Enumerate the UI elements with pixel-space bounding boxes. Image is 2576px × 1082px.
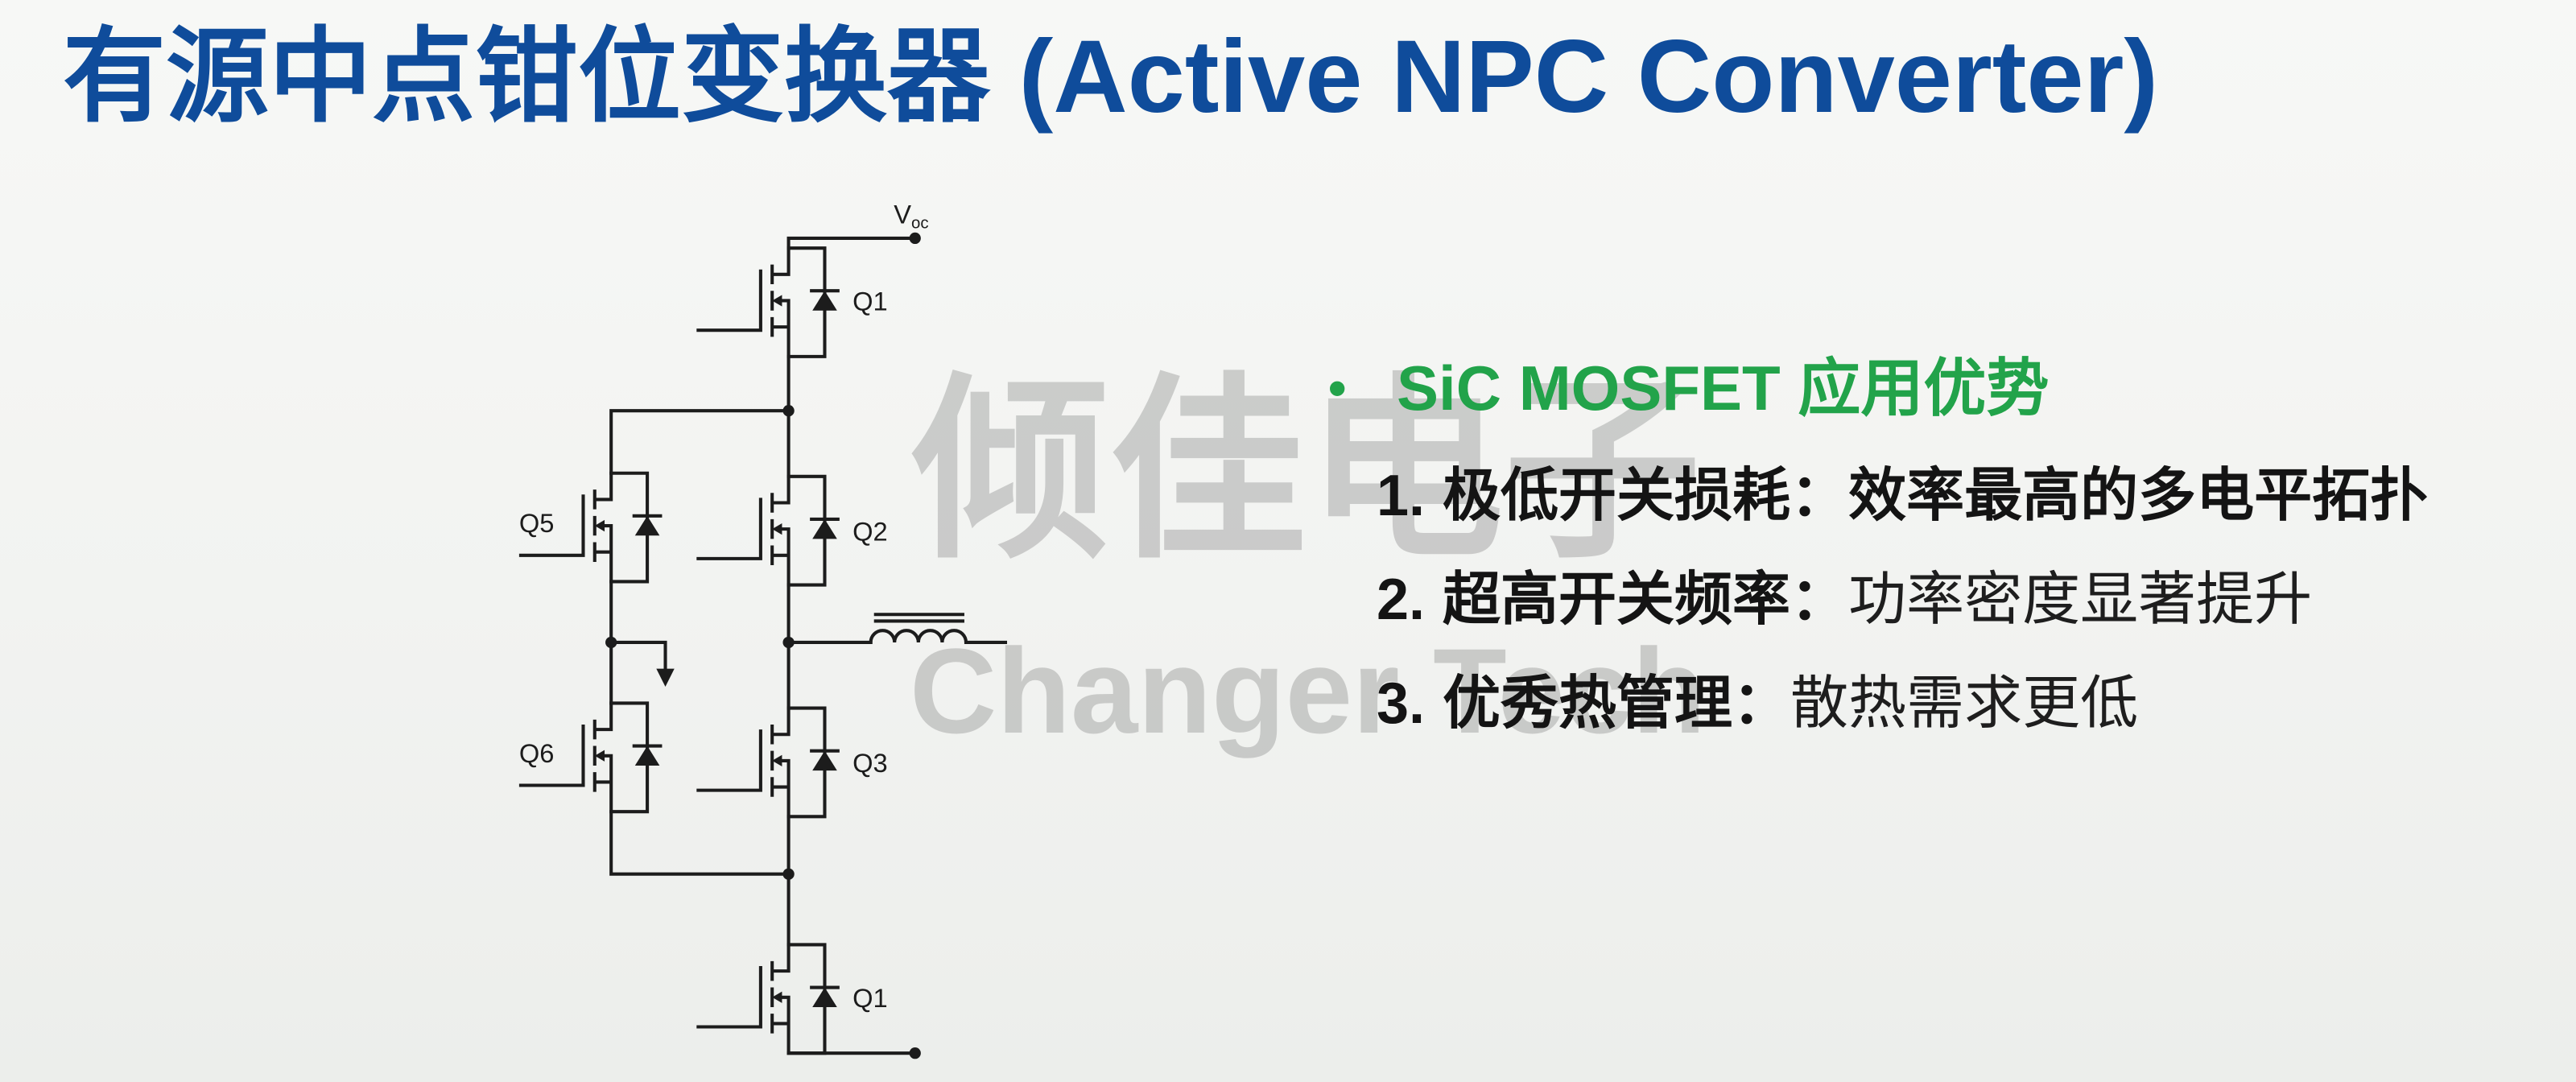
switch-label-q2: Q2 xyxy=(852,516,888,546)
advantage-item: 2. 超高开关频率： 功率密度显著提升 xyxy=(1377,565,2428,634)
advantage-item: 1. 极低开关损耗： 效率最高的多电平拓扑 xyxy=(1377,461,2428,531)
output-inductor xyxy=(869,613,968,645)
supply-label-main: V xyxy=(894,200,911,229)
item-detail: 散热需求更低 xyxy=(1790,671,2139,736)
junction-dots xyxy=(605,232,921,1059)
junction-dot xyxy=(782,405,795,417)
advantages-heading-text: SiC MOSFET 应用优势 xyxy=(1397,353,2050,423)
neutral-point-arrow xyxy=(609,640,675,688)
junction-dot xyxy=(782,868,795,880)
switch-label-q1-bottom: Q1 xyxy=(852,983,888,1013)
advantages-heading: • SiC MOSFET 应用优势 xyxy=(1328,351,2049,425)
supply-terminal-dot xyxy=(909,232,921,245)
switch-label-q3: Q3 xyxy=(852,748,888,778)
item-number: 1. xyxy=(1377,464,1426,528)
bullet-dot: • xyxy=(1328,359,1347,417)
switch-label-q1-top: Q1 xyxy=(852,287,888,316)
slide-title: 有源中点钳位变换器 (Active NPC Converter) xyxy=(63,19,2158,134)
circuit-wires xyxy=(609,236,1008,1055)
item-title: 极低开关损耗： xyxy=(1443,464,1849,528)
advantage-item: 3. 优秀热管理： 散热需求更低 xyxy=(1377,669,2428,738)
junction-dot xyxy=(782,636,795,649)
supply-label: Voc xyxy=(894,200,928,233)
switch-label-q6: Q6 xyxy=(519,738,555,768)
item-number: 3. xyxy=(1377,671,1426,736)
item-detail: 功率密度显著提升 xyxy=(1848,568,2313,632)
item-title: 超高开关频率： xyxy=(1443,568,1849,632)
switch-q3 xyxy=(698,708,837,817)
junction-dot xyxy=(605,636,617,649)
switch-label-q5: Q5 xyxy=(519,508,555,538)
supply-label-sub: oc xyxy=(911,215,929,233)
bottom-terminal-dot xyxy=(909,1047,921,1059)
advantages-list: 1. 极低开关损耗： 效率最高的多电平拓扑 2. 超高开关频率： 功率密度显著提… xyxy=(1377,461,2428,773)
switch-q2 xyxy=(698,477,837,585)
item-detail: 效率最高的多电平拓扑 xyxy=(1848,464,2429,528)
watermark-en: Changer Tech xyxy=(910,623,1707,758)
switch-q1-top xyxy=(698,248,837,357)
watermark-cn: 倾佳电子 xyxy=(912,360,1701,580)
item-title: 优秀热管理： xyxy=(1443,671,1791,736)
switch-q1-bottom xyxy=(698,944,837,1053)
item-number: 2. xyxy=(1377,568,1426,632)
